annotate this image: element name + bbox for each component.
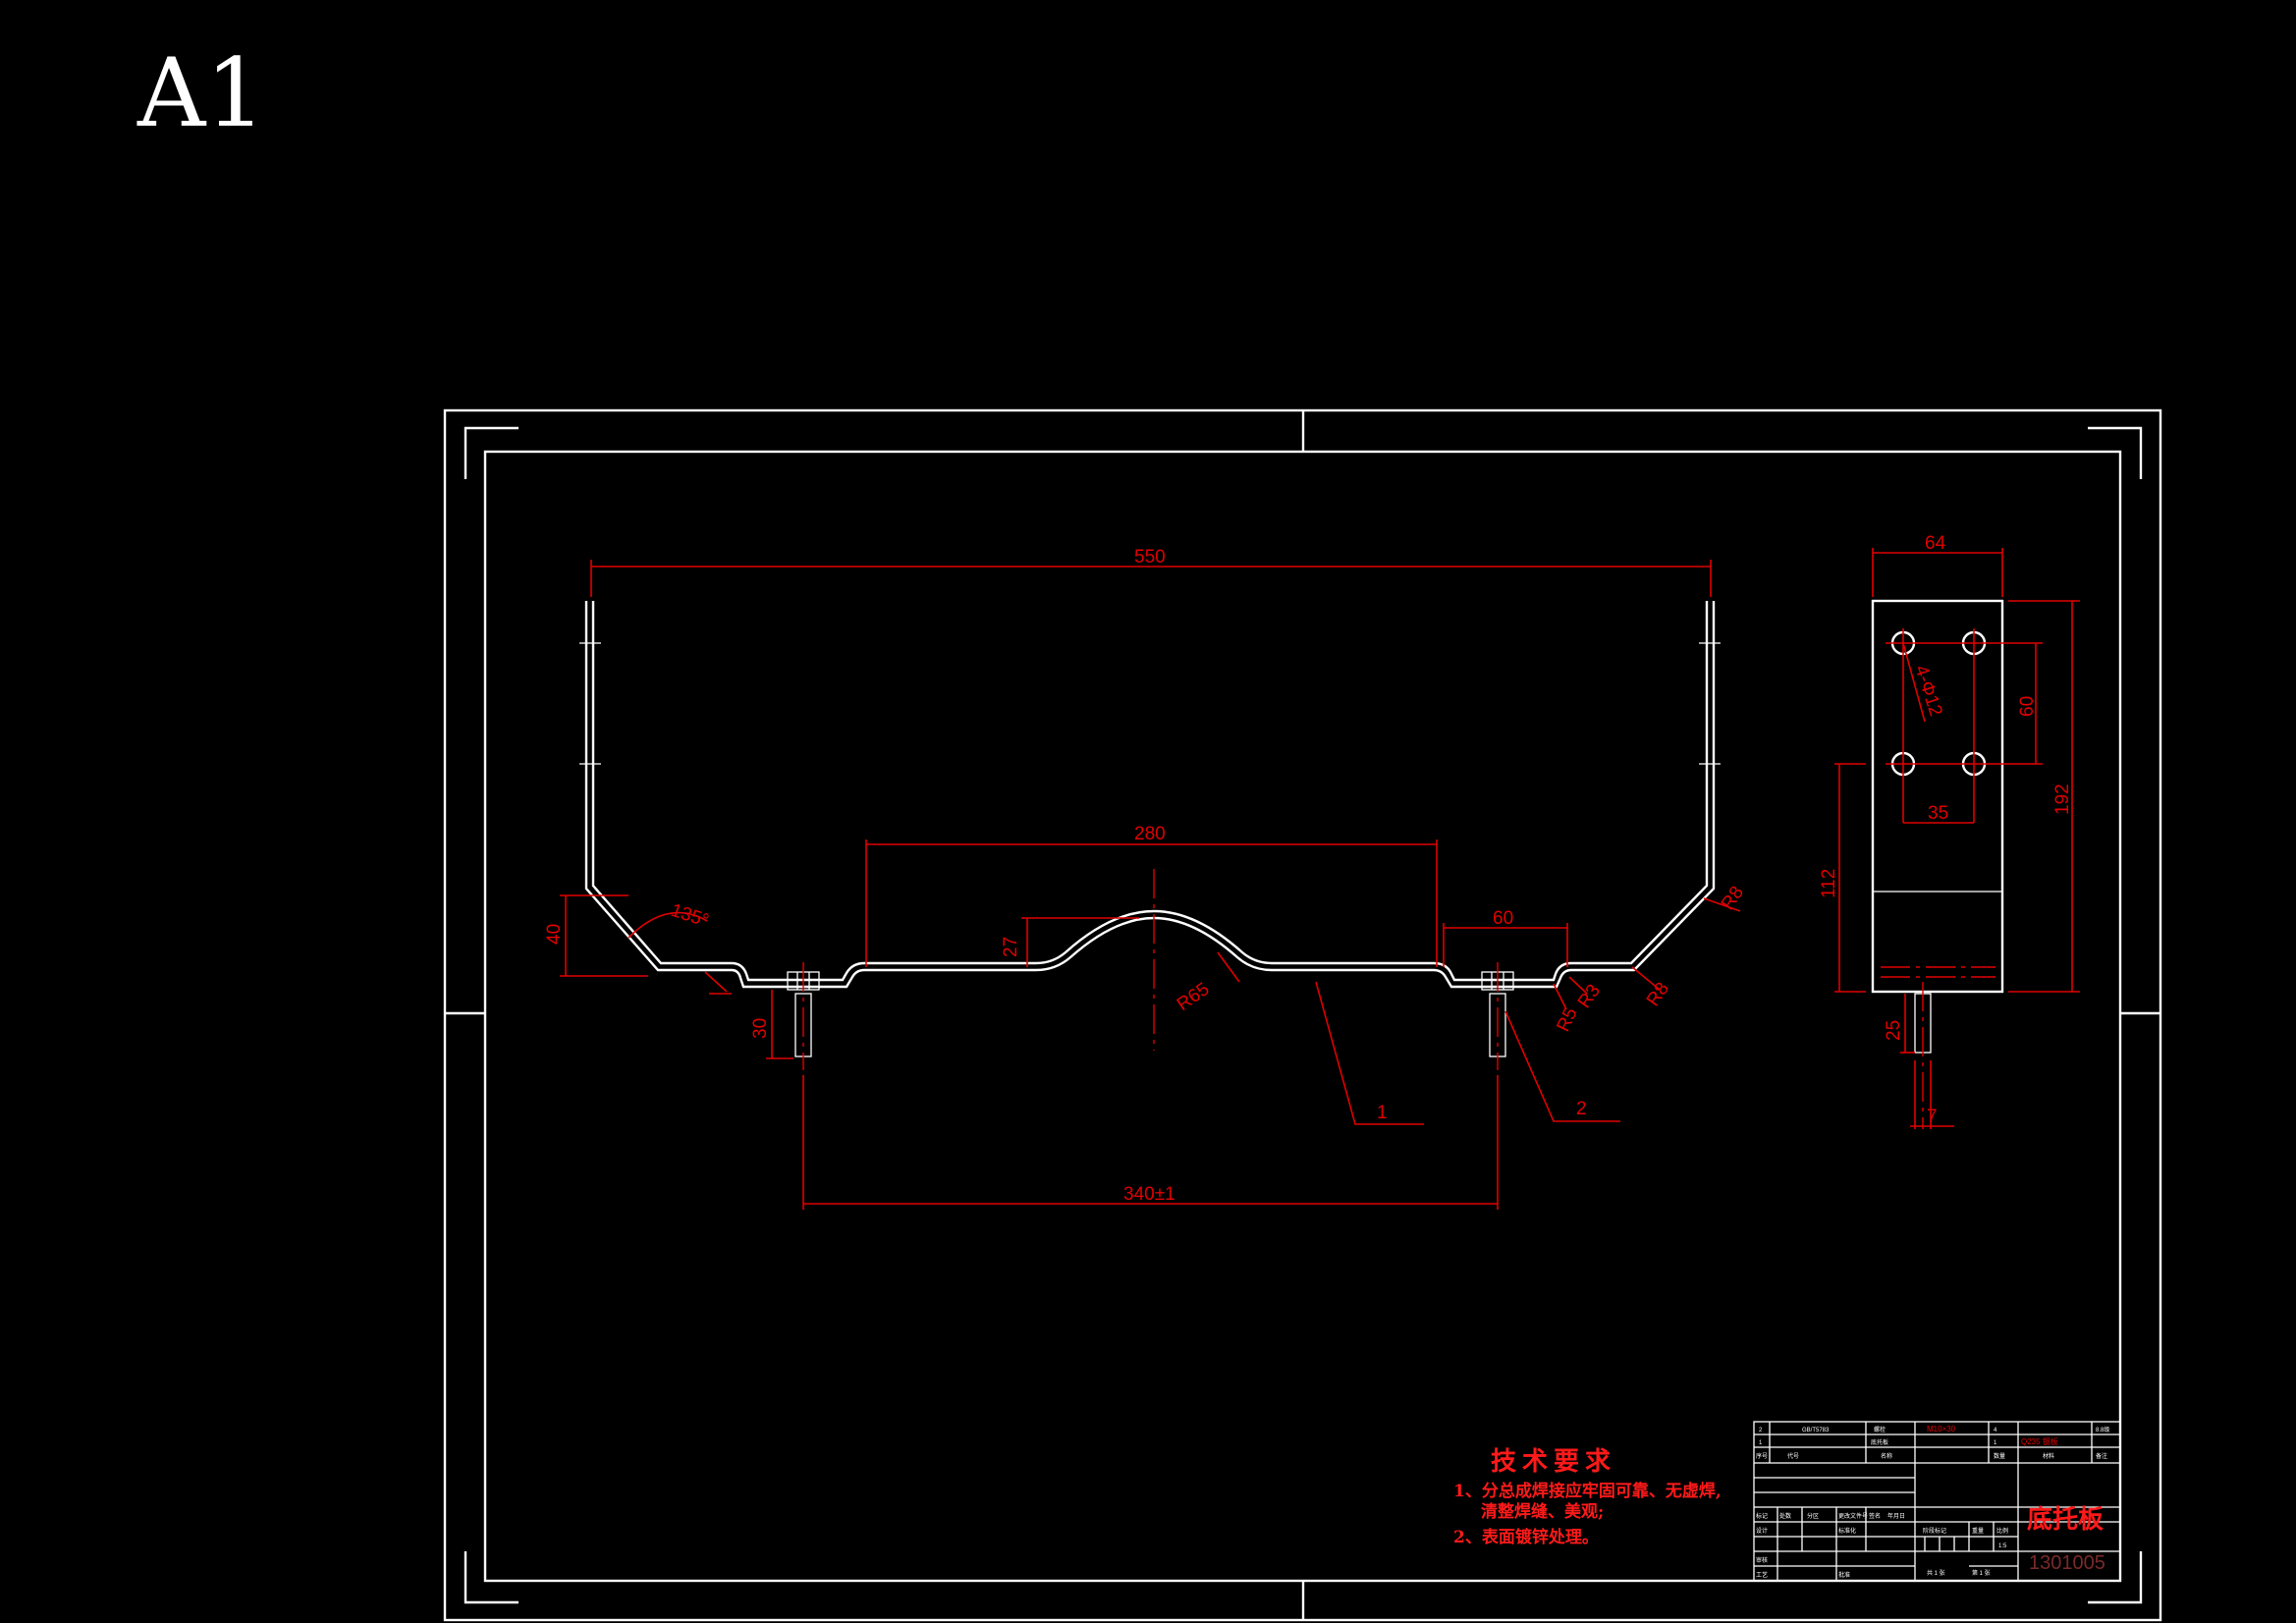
- stage-weight: 重量: [1972, 1527, 1984, 1535]
- stage-mark: 阶段标记: [1923, 1527, 1946, 1535]
- sign-approve: 批准: [1838, 1571, 1850, 1579]
- sheet-index: 第 1 张: [1972, 1569, 1991, 1577]
- side-view-dimensions: 64 4-Φ12 60 35 192 112 25 7: [1819, 533, 2080, 1129]
- tech-line-1: 1、分总成焊接应牢固可靠、无虚焊,: [1453, 1481, 1722, 1501]
- tech-line-1b: 清整焊缝、美观;: [1481, 1501, 1604, 1522]
- hdr-name: 名称: [1881, 1452, 1892, 1460]
- title-block: 2 GB/T5783 螺栓 M10×30 4 8.8级 1 底托板 1 Q235…: [1753, 1421, 2121, 1582]
- radius-r8-top: R8: [1718, 883, 1748, 914]
- sign-change: 更改文件号: [1838, 1512, 1868, 1520]
- sign-mark: 标记: [1756, 1512, 1768, 1520]
- drawing-frame: [443, 408, 2162, 1622]
- dim-60-vertical: 60: [2017, 696, 2038, 717]
- bom1-qty: 4: [1994, 1428, 1997, 1434]
- tech-line-2: 2、表面镀锌处理。: [1453, 1527, 1599, 1547]
- radius-callouts: R65 R8 R8 R3 R5: [1174, 883, 1748, 1035]
- radius-r8-bottom: R8: [1643, 979, 1673, 1010]
- bom2-qty: 1: [1994, 1440, 1997, 1446]
- side-view: [1871, 599, 2043, 1129]
- sign-signature: 签名: [1869, 1512, 1881, 1520]
- tech-title: 技术要求: [1491, 1447, 1616, 1477]
- dim-550: 550: [1134, 547, 1166, 568]
- dim-35: 35: [1928, 803, 1948, 824]
- sign-design: 设计: [1756, 1527, 1768, 1535]
- dim-40: 40: [544, 924, 565, 945]
- dim-30: 30: [750, 1018, 771, 1039]
- bom2-no: 1: [1759, 1440, 1763, 1446]
- front-view: [579, 601, 1721, 1070]
- drawing-code: 1301005: [2029, 1552, 2105, 1574]
- drawing-name: 底托板: [2027, 1504, 2104, 1535]
- bom1-note: 8.8级: [2096, 1426, 2109, 1434]
- stage-scale-value: 1:5: [1998, 1543, 2007, 1549]
- hdr-note: 备注: [2096, 1452, 2107, 1460]
- hdr-code: 代号: [1787, 1452, 1799, 1460]
- front-view-dimensions: 550 280 340±1 60 40 135° 27 30: [544, 547, 1712, 1210]
- dim-192: 192: [2052, 784, 2073, 815]
- part-number-1: 1: [1377, 1103, 1388, 1123]
- hdr-material: 材料: [2043, 1452, 2054, 1460]
- technical-requirements: 技术要求 1、分总成焊接应牢固可靠、无虚焊, 清整焊缝、美观; 2、表面镀锌处理…: [1453, 1447, 1722, 1547]
- sign-zone: 分区: [1807, 1512, 1819, 1520]
- plate-outline-outer: [584, 601, 1716, 989]
- bom1-no: 2: [1759, 1428, 1763, 1434]
- dim-25: 25: [1884, 1020, 1904, 1041]
- hdr-qty: 数量: [1994, 1452, 2005, 1460]
- dim-60: 60: [1493, 908, 1513, 929]
- sign-process: 工艺: [1756, 1571, 1768, 1579]
- inner-border: [483, 450, 2122, 1583]
- sign-standard: 标准化: [1838, 1527, 1856, 1535]
- bom2-name: 底托板: [1871, 1438, 1888, 1446]
- dim-340: 340±1: [1123, 1184, 1175, 1205]
- radius-r65: R65: [1174, 979, 1214, 1015]
- plate-outline-inner: [591, 601, 1709, 982]
- sign-count: 处数: [1779, 1512, 1791, 1520]
- bom1-spec: M10×30: [1927, 1425, 1956, 1434]
- outer-border: [443, 408, 2162, 1622]
- radius-r5: R5: [1553, 1004, 1581, 1035]
- bom1-code: GB/T5783: [1802, 1428, 1830, 1434]
- dim-280: 280: [1134, 824, 1166, 844]
- dim-27: 27: [1001, 937, 1021, 957]
- part-number-2: 2: [1576, 1099, 1587, 1119]
- hdr-no: 序号: [1756, 1452, 1768, 1460]
- sign-date: 年月日: [1887, 1512, 1905, 1520]
- sheet-total: 共 1 张: [1927, 1569, 1945, 1577]
- stage-scale: 比例: [1996, 1527, 2008, 1535]
- dim-112: 112: [1819, 869, 1839, 898]
- bom2-material: Q235 钢板: [2021, 1436, 2058, 1446]
- part-leaders: 1 2: [1315, 981, 1620, 1125]
- dim-64: 64: [1925, 533, 1946, 554]
- bom1-name: 螺栓: [1874, 1426, 1886, 1434]
- sign-review: 审核: [1756, 1556, 1768, 1564]
- dim-angle: 135°: [668, 900, 711, 932]
- dim-7: 7: [1927, 1107, 1938, 1127]
- sheet-size-label: A1: [137, 38, 265, 148]
